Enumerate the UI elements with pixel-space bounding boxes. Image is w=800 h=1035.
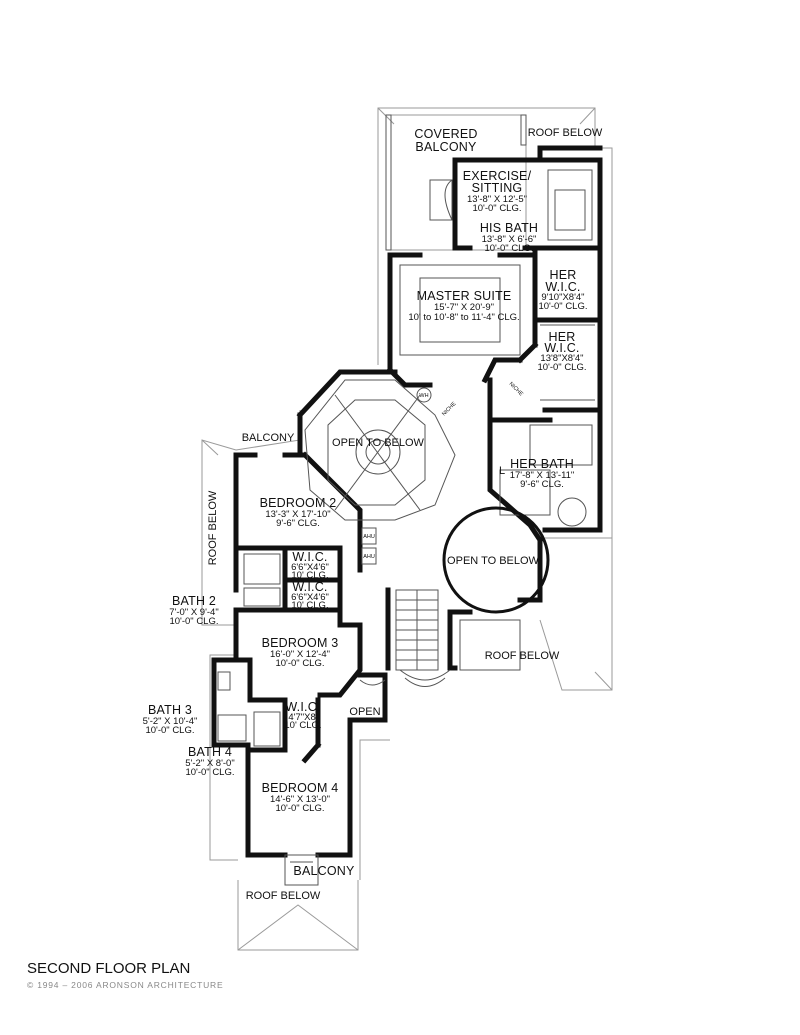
bedroom2-clg: 9'-6" CLG. — [276, 518, 320, 529]
wic-b-dim: 6'6"X4'6" — [291, 592, 329, 603]
open-to-below-1: OPEN TO BELOW — [332, 437, 425, 449]
her-bath-label: HER BATH — [510, 457, 574, 471]
master-suite-label: MASTER SUITE — [417, 289, 512, 303]
bath3-label: BATH 3 — [148, 703, 192, 717]
balcony-top-label: BALCONY — [242, 432, 295, 444]
her-wic-2-clg: 10'-0" CLG. — [537, 362, 586, 373]
bath4-label: BATH 4 — [188, 745, 232, 759]
exercise-label-2: SITTING — [472, 181, 523, 195]
bedroom2-label: BEDROOM 2 — [260, 496, 337, 510]
bedroom4-dim: 14'-6" X 13'-0" — [270, 794, 330, 805]
bath3-clg: 10'-0" CLG. — [145, 725, 194, 736]
bedroom3-clg: 10'-0" CLG. — [275, 658, 324, 669]
room-labels: COVERED BALCONY ROOF BELOW EXERCISE/ SIT… — [143, 127, 603, 902]
niche-label-2: NICHE — [508, 381, 525, 398]
her-wic-1-label: HER — [550, 268, 577, 282]
roof-below-bottom: ROOF BELOW — [246, 890, 321, 902]
bath2-clg: 10'-0" CLG. — [169, 616, 218, 627]
roof-below-left: ROOF BELOW — [207, 490, 219, 565]
wh-label: WH — [419, 393, 428, 399]
open-to-below-2: OPEN TO BELOW — [447, 555, 540, 567]
covered-balcony-label-2: BALCONY — [415, 140, 477, 154]
wic-a-dim: 6'6"X4'6" — [291, 562, 329, 573]
his-bath-clg: 10'-0" CLG. — [484, 243, 533, 254]
exercise-clg: 10'-0" CLG. — [472, 203, 521, 214]
his-bath-label: HIS BATH — [480, 221, 538, 235]
her-wic-2-label-2: W.I.C. — [544, 341, 579, 355]
wic-a-label: W.I.C. — [292, 550, 327, 564]
bath2-dim: 7'-0" X 9'-4" — [169, 607, 218, 618]
bath4-clg: 10'-0" CLG. — [185, 767, 234, 778]
exercise-dim: 13'-8" X 12'-5" — [467, 194, 527, 205]
niche-label-1: NICHE — [441, 401, 458, 418]
open-small-label: OPEN — [349, 706, 380, 718]
linen-label: L — [499, 465, 505, 477]
ahu-label-1: AHU — [363, 534, 375, 540]
bedroom3-label: BEDROOM 3 — [262, 636, 339, 650]
her-wic-2-label: HER — [549, 330, 576, 344]
wic-a-clg: 10' CLG. — [291, 570, 328, 581]
bedroom4-label: BEDROOM 4 — [262, 781, 339, 795]
walls — [211, 145, 603, 858]
roof-below-top: ROOF BELOW — [528, 127, 603, 139]
bedroom4-clg: 10'-0" CLG. — [275, 803, 324, 814]
bedroom2-dim: 13'-3" X 17'-10" — [265, 509, 330, 520]
his-bath-dim: 13'-8" X 6'-6" — [482, 234, 537, 245]
bath2-label: BATH 2 — [172, 594, 216, 608]
copyright: © 1994 – 2006 ARONSON ARCHITECTURE — [27, 980, 223, 990]
bath3-dim: 5'-2" X 10'-4" — [143, 716, 198, 727]
wic-c-label: W.I.C. — [285, 700, 320, 714]
plan-title: SECOND FLOOR PLAN — [27, 960, 190, 977]
master-suite-dim: 15'-7" X 20'-9" — [434, 302, 494, 313]
wic-c-dim: 4'7"X8' — [288, 712, 317, 723]
her-bath-dim: 17'-8" X 13'-11" — [510, 470, 575, 481]
master-suite-clg: 10' to 10'-8" to 11'-4" CLG. — [408, 312, 519, 323]
covered-balcony-label: COVERED — [414, 127, 477, 141]
wic-c-clg: 10' CLG. — [284, 720, 321, 731]
roof-below-right: ROOF BELOW — [485, 650, 560, 662]
balcony-bottom-label: BALCONY — [293, 864, 355, 878]
her-wic-2-dim: 13'8"X8'4" — [540, 353, 583, 364]
her-wic-1-clg: 10'-0" CLG. — [538, 301, 587, 312]
her-wic-1-label-2: W.I.C. — [545, 280, 580, 294]
bedroom3-dim: 16'-0" X 12'-4" — [270, 649, 330, 660]
fixtures — [217, 169, 595, 886]
her-bath-clg: 9'-6" CLG. — [520, 479, 564, 490]
ahu-label-2: AHU — [363, 554, 375, 560]
wic-b-label: W.I.C. — [292, 580, 327, 594]
wic-b-clg: 10' CLG. — [291, 600, 328, 611]
her-wic-1-dim: 9'10"X8'4" — [541, 292, 584, 303]
exercise-label: EXERCISE/ — [463, 169, 532, 183]
bath4-dim: 5'-2" X 8'-0" — [185, 758, 234, 769]
